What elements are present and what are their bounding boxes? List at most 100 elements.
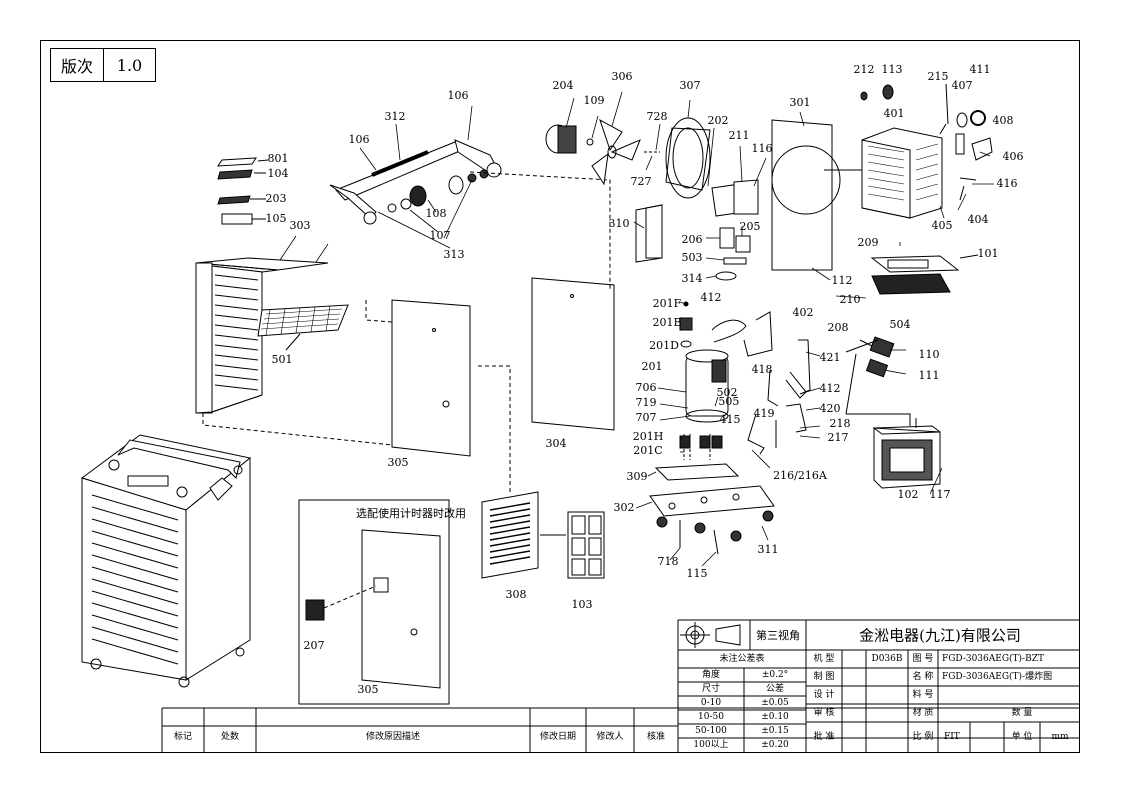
label-304: 304 — [545, 437, 567, 450]
label-106-right: 106 — [447, 89, 469, 102]
water-bucket-102 — [845, 353, 941, 489]
label-105: 105 — [265, 212, 287, 225]
label-110: 110 — [918, 348, 940, 361]
label-415: 415 — [719, 413, 741, 426]
label-305-main: 305 — [387, 456, 409, 469]
filter-103 — [567, 511, 605, 579]
label-504: 504 — [889, 318, 911, 331]
label-109: 109 — [583, 94, 605, 107]
rev-header-mark: 标记 — [173, 732, 193, 742]
company-name: 金淞电器(九江)有限公司 — [859, 626, 1021, 645]
quantity-label: 数 量 — [1011, 708, 1033, 718]
drawing-no-value: FGD-3036AEG(T)-BZT — [942, 654, 1044, 664]
label-201: 201 — [641, 360, 663, 373]
drawing-no-label: 图 号 — [912, 654, 934, 664]
label-502: 502 — [716, 386, 738, 399]
label-308: 308 — [505, 588, 527, 601]
leader-lines — [279, 91, 994, 567]
label-205: 205 — [739, 220, 761, 233]
label-201C: 201C — [633, 444, 663, 457]
label-728: 728 — [646, 110, 668, 123]
label-104: 104 — [267, 167, 289, 180]
part-name-value: FGD-3036AEG(T)-爆炸图 — [942, 672, 1053, 682]
material-no-label: 料 号 — [912, 690, 934, 700]
label-201D: 201D — [649, 339, 679, 352]
rev-header-approve: 核准 — [646, 732, 666, 742]
filter-501 — [257, 304, 349, 351]
approved-by-label: 批 准 — [813, 732, 835, 742]
label-305-option: 305 — [357, 683, 379, 696]
label-207: 207 — [303, 639, 325, 652]
title-block-lines — [161, 619, 1080, 753]
unit-value: mm — [1051, 732, 1069, 742]
side-panel-303 — [195, 257, 329, 414]
drawing-frame — [40, 40, 1080, 753]
label-727: 727 — [630, 175, 652, 188]
float-switch — [845, 336, 895, 378]
rev-header-date: 修改日期 — [539, 732, 577, 742]
fan-assembly — [545, 117, 711, 199]
label-421: 421 — [819, 351, 841, 364]
tolerance-value: 公差 — [765, 684, 785, 694]
label-102: 102 — [897, 488, 919, 501]
label-307: 307 — [679, 79, 701, 92]
label-412-upper: 412 — [700, 291, 722, 304]
label-419: 419 — [753, 407, 775, 420]
label-215: 215 — [927, 70, 949, 83]
label-501: 501 — [271, 353, 293, 366]
tolerance-value: ±0.05 — [761, 698, 789, 708]
model-value: D036B — [871, 654, 903, 664]
tolerance-item: 10-50 — [698, 712, 724, 722]
label-206: 206 — [681, 233, 703, 246]
label-106-left: 106 — [348, 133, 370, 146]
label-112: 112 — [831, 274, 853, 287]
label-115: 115 — [686, 567, 708, 580]
dehumidifier-unit — [80, 434, 252, 688]
tolerance-item: 尺寸 — [701, 684, 721, 694]
label-503: 503 — [681, 251, 703, 264]
timer-option-box — [298, 499, 450, 705]
label-312: 312 — [384, 110, 406, 123]
label-719: 719 — [635, 396, 657, 409]
label-117: 117 — [929, 488, 951, 501]
timer-option-panel — [305, 529, 441, 689]
label-204: 204 — [552, 79, 574, 92]
tolerance-item: 0-10 — [700, 698, 722, 708]
rev-header-reason: 修改原因描述 — [365, 732, 421, 742]
partition-301 — [771, 119, 841, 271]
rev-header-person: 修改人 — [596, 732, 624, 742]
label-407: 407 — [951, 79, 973, 92]
tolerance-value: ±0.20 — [761, 740, 789, 750]
third-angle-projection-symbol — [680, 622, 741, 648]
label-707: 707 — [635, 411, 657, 424]
label-311: 311 — [757, 543, 779, 556]
drafted-by-label: 制 图 — [813, 672, 835, 682]
label-111: 111 — [918, 369, 940, 382]
tolerance-value: ±0.15 — [761, 726, 789, 736]
label-801: 801 — [267, 152, 289, 165]
rev-header-count: 处数 — [220, 732, 240, 742]
label-208: 208 — [827, 321, 849, 334]
scale-value: FIT — [944, 732, 960, 742]
revision-value: 1.0 — [116, 55, 143, 75]
handle-assembly — [329, 139, 502, 225]
timer-option-note: 选配使用计时器时改用 — [356, 507, 466, 520]
label-301: 301 — [789, 96, 811, 109]
label-303: 303 — [289, 219, 311, 232]
label-201F: 201F — [652, 297, 682, 310]
label-718: 718 — [657, 555, 679, 568]
compressor — [649, 301, 775, 555]
label-418: 418 — [751, 363, 773, 376]
label-405: 405 — [931, 219, 953, 232]
back-panels — [202, 171, 615, 492]
label-201B: 201B — [652, 316, 682, 329]
label-202: 202 — [707, 114, 729, 127]
evaporator-401 — [824, 83, 993, 219]
electrical-components — [635, 179, 759, 281]
tolerance-value: ±0.10 — [761, 712, 789, 722]
tolerance-value: ±0.2° — [761, 670, 789, 680]
label-210: 210 — [839, 293, 861, 306]
checked-by-label: 审 核 — [813, 708, 835, 718]
label-408: 408 — [992, 114, 1014, 127]
